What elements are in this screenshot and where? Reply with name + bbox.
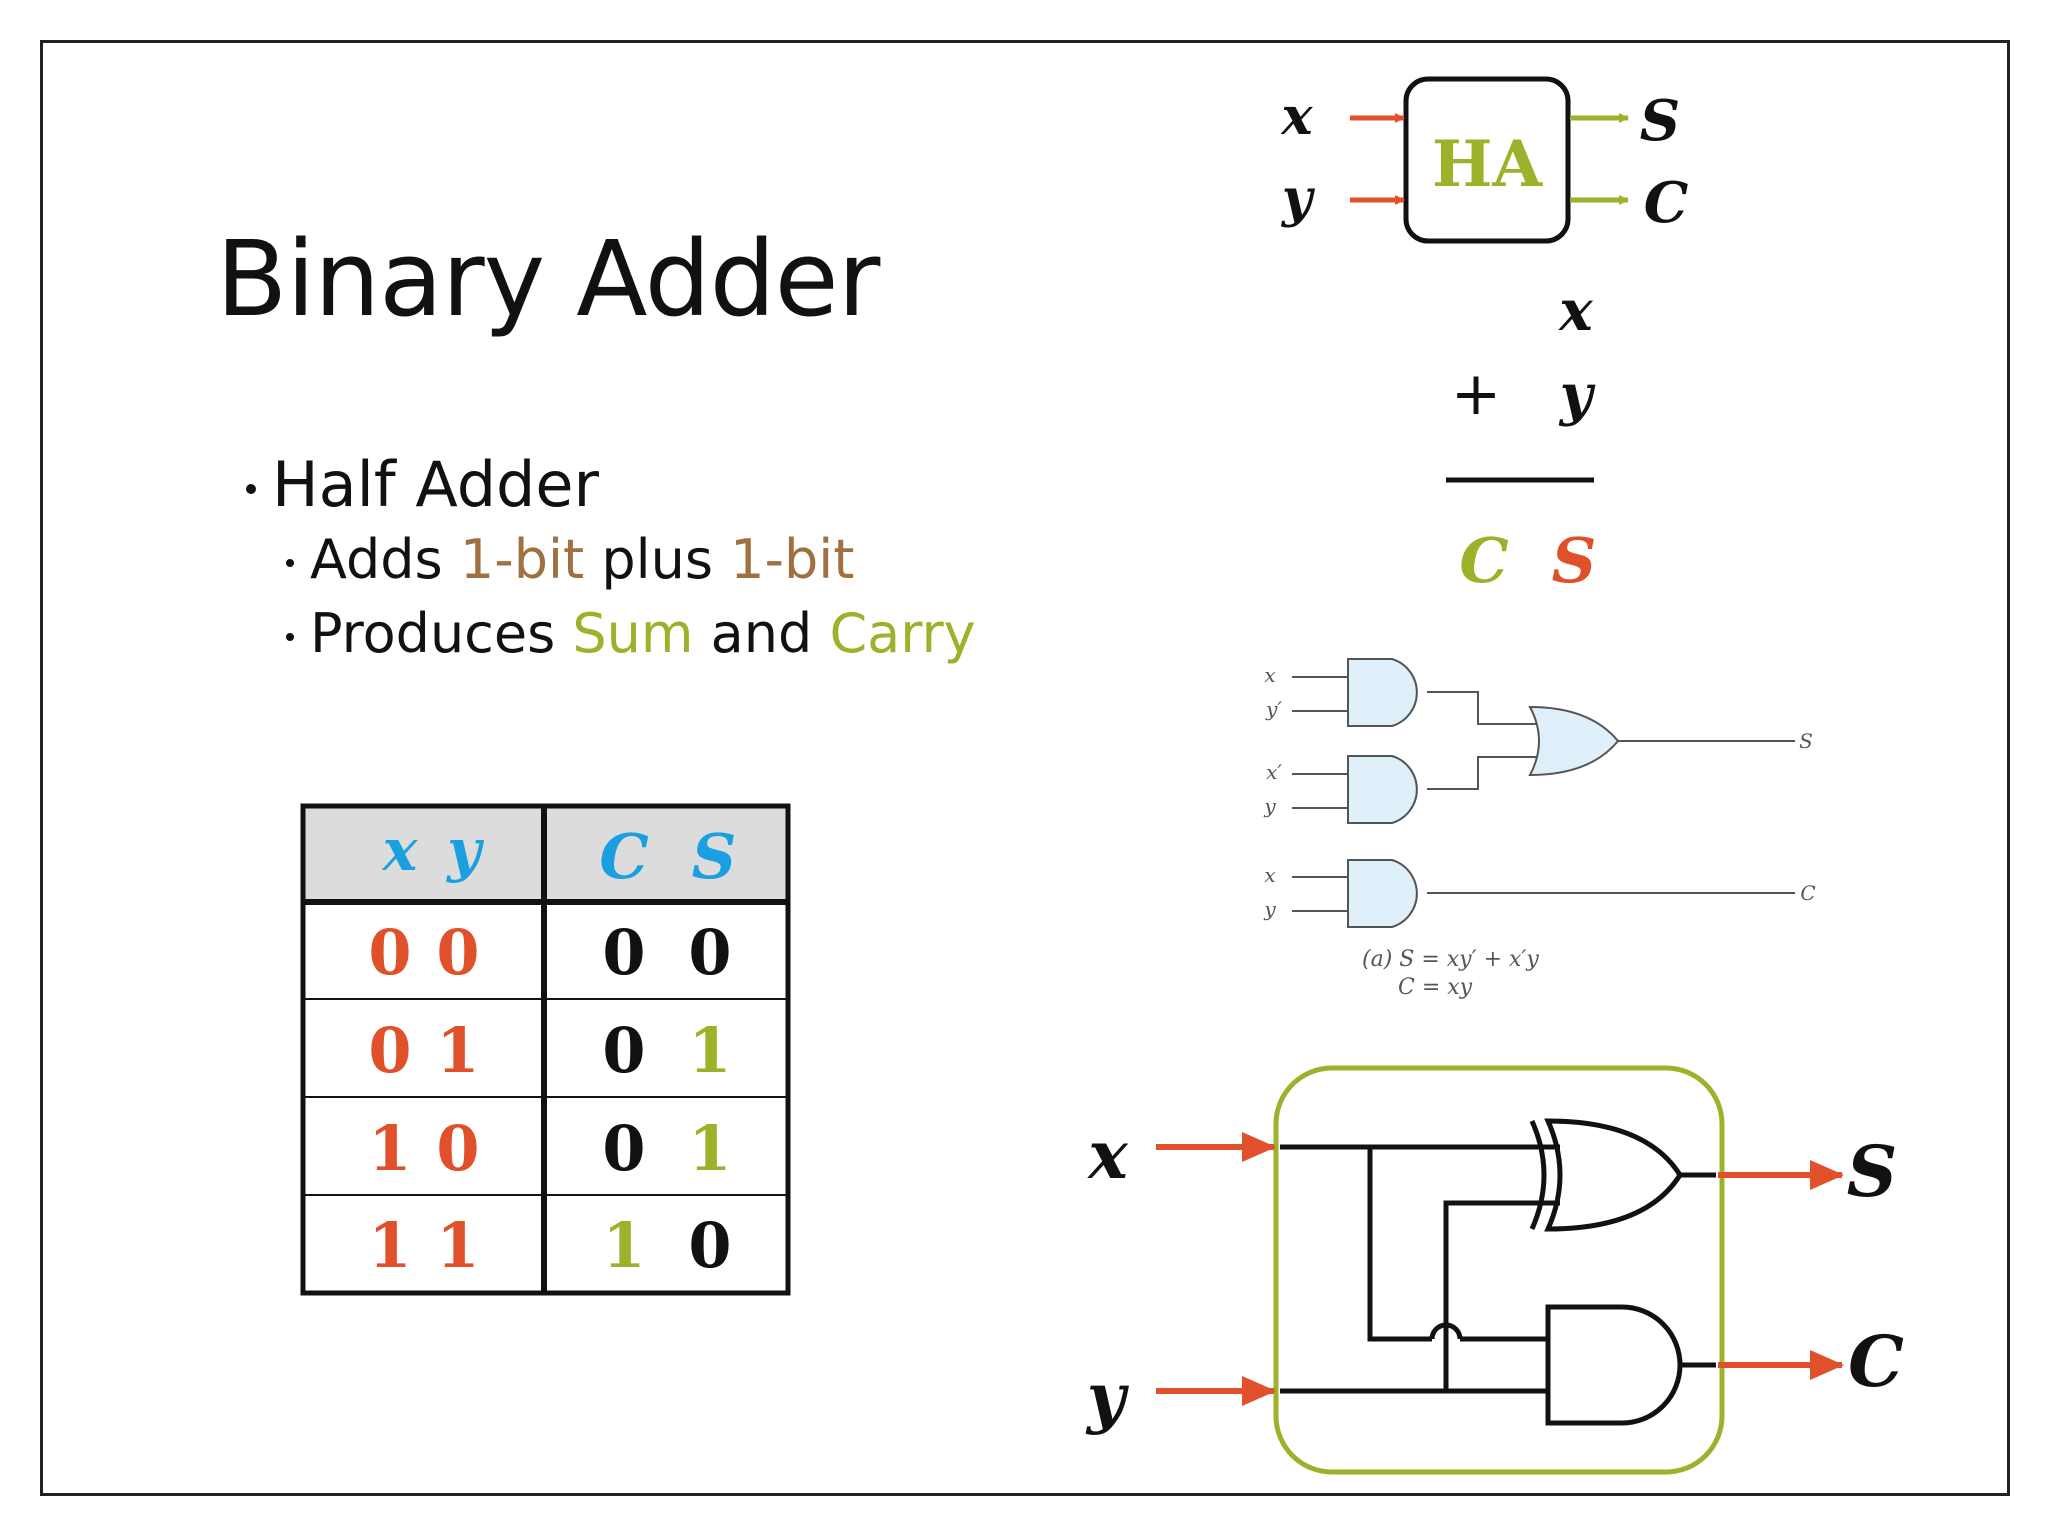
addition-carry: C (1459, 524, 1508, 597)
big-circuit: x y S C (1085, 1065, 1904, 1475)
table-cell: 0 (602, 1112, 645, 1185)
table-cell: 1 (436, 1014, 479, 1087)
xor-gate (1544, 1118, 1683, 1232)
addition-x: x (1558, 278, 1593, 344)
small-label: y (1263, 897, 1276, 921)
table-cell: 0 (688, 916, 731, 989)
bullet-highlight: Sum (572, 602, 694, 665)
bullet-text: Produces (310, 602, 573, 665)
big-output-s: S (1847, 1130, 1898, 1213)
addition-y: y (1558, 362, 1596, 428)
small-label: x (1264, 663, 1275, 687)
bullet-highlight: 1-bit (459, 528, 585, 591)
table-cell: 1 (436, 1209, 479, 1282)
bullet-dot (286, 559, 294, 568)
big-input-y: y (1085, 1358, 1130, 1436)
wire-y-branch (1443, 1200, 1560, 1391)
small-output-s: S (1799, 729, 1813, 753)
ha-box (1403, 76, 1571, 244)
small-caption-s: (a) S = xy′ + x′y (1362, 947, 1539, 972)
table-cell: 0 (602, 916, 645, 989)
small-label: x (1264, 863, 1275, 887)
xor-back-curve (1529, 1119, 1547, 1231)
big-output-c: C (1848, 1320, 1904, 1403)
table-header-s: S (692, 820, 737, 893)
table-cell: 1 (688, 1014, 731, 1087)
table-cell: 1 (368, 1112, 411, 1185)
table-cell: 0 (436, 1112, 479, 1185)
and-gate (1347, 658, 1418, 727)
bullet-adds: Adds 1-bit plus 1-bit (286, 528, 854, 591)
small-label: x′ (1266, 760, 1282, 784)
wire (1427, 691, 1536, 725)
ha-output-s: S (1640, 88, 1680, 154)
bullet-produces: Produces Sum and Carry (286, 602, 976, 665)
bullet-half-adder: Half Adder (246, 448, 599, 521)
table-cell: 0 (688, 1209, 731, 1282)
table-cell: 1 (688, 1112, 731, 1185)
small-output-c: C (1800, 881, 1815, 905)
truth-table: x y C S 0 0 0 0 0 1 0 1 1 0 0 1 1 1 1 0 (300, 803, 791, 1296)
or-gate (1528, 705, 1620, 777)
slide-title: Binary Adder (216, 218, 880, 340)
wire (1427, 756, 1536, 790)
table-header-x: x (381, 816, 419, 884)
bullet-text: and (693, 602, 830, 665)
big-input-x: x (1086, 1116, 1128, 1194)
small-caption-c: C = xy (1398, 975, 1473, 1000)
bullet-dot (246, 483, 256, 494)
table-cell: 0 (368, 1014, 411, 1087)
addition-sum: S (1552, 524, 1597, 597)
circuit-frame (1273, 1065, 1725, 1475)
bullet-text: Adds (310, 528, 460, 591)
and-gate (1347, 859, 1418, 928)
bullet-main-text: Half Adder (272, 448, 600, 521)
bullet-highlight: 1-bit (730, 528, 855, 591)
table-cell: 1 (368, 1209, 411, 1282)
table-cell: 0 (602, 1014, 645, 1087)
small-label: y′ (1265, 697, 1282, 721)
bullet-text: plus (584, 528, 731, 591)
and-gate (1347, 755, 1418, 824)
table-cell: 1 (602, 1209, 645, 1282)
small-circuit (1292, 658, 1795, 928)
binary-addition: x + y C S (1446, 278, 1596, 597)
small-circuit-labels: x y′ x′ y x y S C (a) S = xy′ + x′y C = … (1263, 663, 1815, 1000)
table-header-y: y (445, 816, 485, 884)
table-cell: 0 (368, 916, 411, 989)
table-header-c: C (599, 820, 648, 893)
half-adder-block: HA x y S C (1280, 76, 1689, 244)
small-label: y (1263, 794, 1276, 818)
ha-label: HA (1432, 127, 1543, 202)
ha-output-c: C (1644, 170, 1689, 236)
bullet-highlight: Carry (829, 602, 976, 665)
slide-frame (40, 40, 2010, 1496)
bullet-dot (286, 633, 294, 642)
ha-input-x: x (1280, 86, 1313, 147)
wire-x-branch (1367, 1147, 1432, 1342)
ha-input-y: y (1281, 168, 1316, 229)
table-cell: 0 (436, 916, 479, 989)
and-gate (1545, 1304, 1683, 1426)
addition-plus: + (1451, 359, 1501, 429)
